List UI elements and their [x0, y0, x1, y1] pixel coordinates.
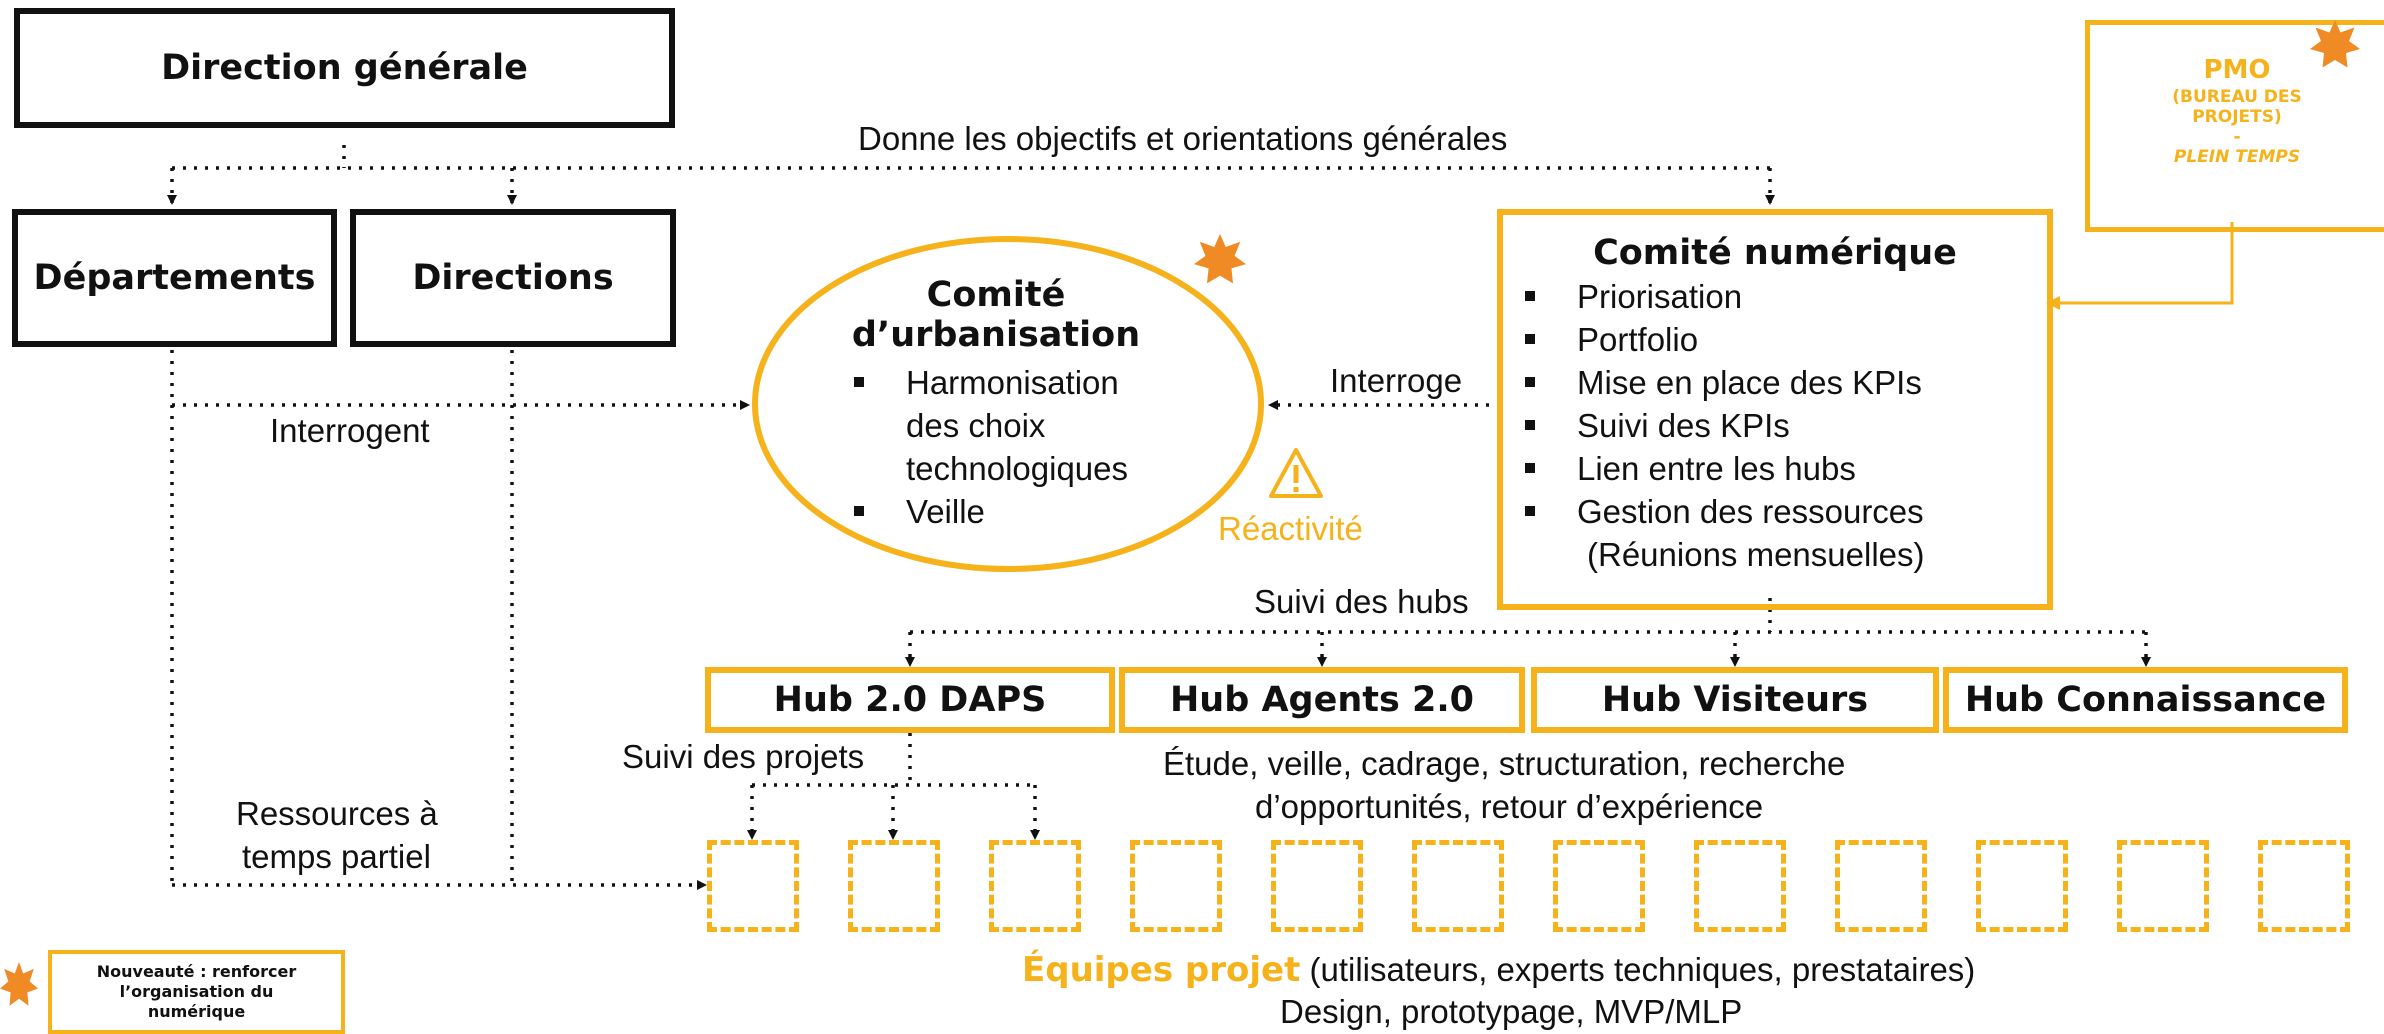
list-item: Veille	[850, 490, 1150, 533]
project-team-box	[1271, 840, 1363, 932]
hub-daps: Hub 2.0 DAPS	[705, 667, 1115, 733]
project-team-box	[2258, 840, 2350, 932]
list-item: Lien entre les hubs	[1521, 447, 2047, 490]
comite-numerique-list: Priorisation Portfolio Mise en place des…	[1521, 275, 2047, 533]
project-team-box	[1553, 840, 1645, 932]
star-icon	[1194, 234, 1246, 284]
interroge-label: Interroge	[1330, 362, 1463, 399]
departements-box: Départements	[12, 209, 337, 347]
interrogent-label: Interrogent	[270, 412, 430, 449]
equipes-projet-caption: Équipes projet (utilisateurs, experts te…	[1022, 950, 1975, 990]
ressources-label-1: Ressources à	[236, 795, 438, 832]
equipes-line2: Design, prototypage, MVP/MLP	[1280, 993, 1743, 1030]
direction-generale-label: Direction générale	[161, 48, 528, 88]
project-team-box	[2117, 840, 2209, 932]
hub-label: Hub Agents 2.0	[1170, 680, 1474, 720]
project-team-box	[1130, 840, 1222, 932]
suivi-hubs-label: Suivi des hubs	[1254, 583, 1469, 620]
pmo-line2: PROJETS)	[2192, 107, 2282, 127]
directions-box: Directions	[350, 209, 676, 347]
hub-label: Hub Visiteurs	[1601, 680, 1869, 720]
pmo-line1: (BUREAU DES	[2172, 87, 2302, 107]
pmo-title: PMO	[2203, 55, 2271, 85]
list-item: Mise en place des KPIs	[1521, 361, 2047, 404]
pmo-dash: -	[2233, 127, 2241, 147]
list-item: Gestion des ressources	[1521, 490, 2047, 533]
project-team-box	[707, 840, 799, 932]
project-team-box	[1976, 840, 2068, 932]
list-item: Suivi des KPIs	[1521, 404, 2047, 447]
star-icon	[0, 962, 38, 1006]
project-team-box	[1412, 840, 1504, 932]
hub-agents: Hub Agents 2.0	[1119, 667, 1525, 733]
comite-numerique-title: Comité numérique	[1593, 233, 1957, 273]
comite-numerique-note: (Réunions mensuelles)	[1587, 536, 1925, 573]
pmo-line3: PLEIN TEMPS	[2173, 147, 2301, 167]
legend-line1: Nouveauté : renforcer	[96, 962, 297, 981]
reactivite-label: Réactivité	[1218, 510, 1363, 547]
pmo-box: PMO (BUREAU DES PROJETS) - PLEIN TEMPS	[2085, 20, 2384, 232]
list-item: Harmonisation des choix technologiques	[850, 361, 1150, 490]
project-team-box	[848, 840, 940, 932]
equipes-projet-title: Équipes projet	[1022, 950, 1301, 990]
hub-label: Hub 2.0 DAPS	[773, 680, 1047, 720]
project-team-box	[1694, 840, 1786, 932]
comite-urbanisation-title-1: Comité	[926, 275, 1066, 315]
departements-label: Départements	[33, 258, 316, 298]
legend-line2: l’organisation du	[119, 982, 274, 1001]
comite-urbanisation-list: Harmonisation des choix technologiques V…	[850, 361, 1150, 533]
comite-urbanisation: Comité d’urbanisation Harmonisation des …	[820, 275, 1200, 533]
comite-numerique-box: Comité numérique Priorisation Portfolio …	[1497, 209, 2053, 610]
legend-line3: numérique	[147, 1002, 246, 1021]
suivi-projets-label: Suivi des projets	[622, 738, 865, 775]
hub-activities-line1: Étude, veille, cadrage, structuration, r…	[1163, 745, 1846, 782]
list-item: Priorisation	[1521, 275, 2047, 318]
directions-label: Directions	[412, 258, 614, 298]
direction-generale-box: Direction générale	[14, 8, 675, 128]
hub-activities-line2: d’opportunités, retour d’expérience	[1255, 788, 1764, 825]
donne-objectifs-label: Donne les objectifs et orientations géné…	[858, 120, 1508, 157]
list-item: Portfolio	[1521, 318, 2047, 361]
ressources-label-2: temps partiel	[242, 838, 431, 875]
hub-connaissance: Hub Connaissance	[1943, 667, 2348, 733]
comite-urbanisation-ellipse	[752, 236, 1264, 572]
hub-label: Hub Connaissance	[1964, 680, 2327, 720]
project-team-box	[1835, 840, 1927, 932]
star-icon	[2310, 20, 2360, 68]
legend-box: Nouveauté : renforcer l’organisation du …	[48, 950, 345, 1034]
warning-icon	[1269, 448, 1323, 498]
comite-urbanisation-title-2: d’urbanisation	[851, 315, 1141, 355]
hub-visiteurs: Hub Visiteurs	[1531, 667, 1939, 733]
equipes-projet-details: (utilisateurs, experts techniques, prest…	[1300, 951, 1976, 988]
project-team-box	[989, 840, 1081, 932]
